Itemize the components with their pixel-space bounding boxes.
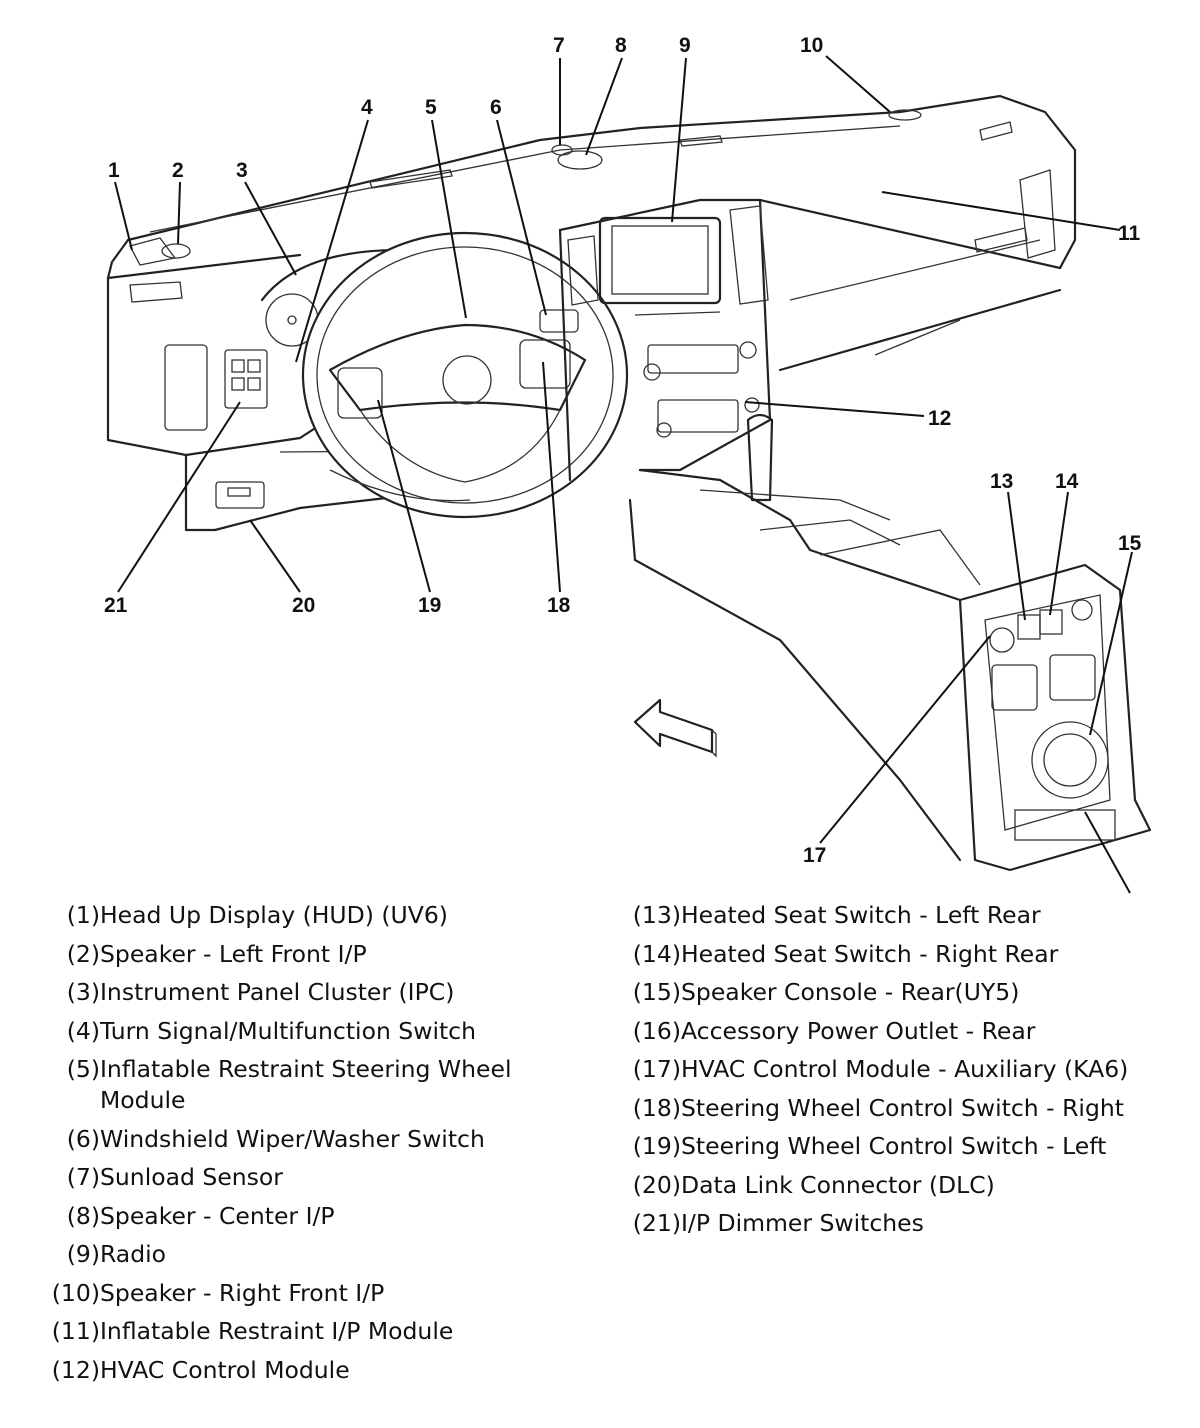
legend-item: (18)Steering Wheel Control Switch - Righ… bbox=[616, 1093, 1136, 1124]
legend-item: (4)Turn Signal/Multifunction Switch bbox=[36, 1016, 596, 1047]
dashboard-drawing bbox=[106, 94, 1152, 872]
legend-label: Speaker - Left Front I/P bbox=[100, 939, 367, 968]
legend-item: (5)Inflatable Restraint Steering Wheel M… bbox=[36, 1054, 596, 1116]
legend-code: (11) bbox=[51, 1317, 100, 1345]
legend-label: Instrument Panel Cluster (IPC) bbox=[100, 978, 455, 1006]
legend-label: Head Up Display (HUD) (UV6) bbox=[100, 901, 448, 929]
legend-item: (6)Windshield Wiper/Washer Switch bbox=[36, 1124, 596, 1155]
legend-item: (16)Accessory Power Outlet - Rear bbox=[616, 1016, 1136, 1047]
callout-13: 13 bbox=[990, 470, 1013, 493]
callout-9: 9 bbox=[679, 34, 691, 57]
legend-item: (2)Speaker - Left Front I/P bbox=[36, 939, 596, 970]
callout-14: 14 bbox=[1055, 470, 1079, 493]
legend-code: (21) bbox=[632, 1209, 681, 1237]
legend-label: HVAC Control Module - Auxiliary (KA6) bbox=[681, 1055, 1129, 1083]
instrument-panel-diagram: 1 2 3 4 5 6 7 8 9 10 11 12 13 14 15 16 1… bbox=[104, 34, 1152, 894]
callout-20: 20 bbox=[292, 594, 315, 617]
legend-item: (11)Inflatable Restraint I/P Module bbox=[36, 1316, 596, 1347]
legend-item: (15)Speaker Console - Rear(UY5) bbox=[616, 977, 1136, 1008]
callout-4: 4 bbox=[361, 96, 373, 119]
callout-2: 2 bbox=[172, 159, 184, 182]
legend-code: (20) bbox=[632, 1170, 681, 1199]
legend-item: (14)Heated Seat Switch - Right Rear bbox=[616, 939, 1136, 970]
legend-label: Heated Seat Switch - Right Rear bbox=[681, 939, 1059, 968]
legend-item: (17)HVAC Control Module - Auxiliary (KA6… bbox=[616, 1054, 1136, 1085]
legend-code: (5) bbox=[66, 1055, 100, 1083]
callout-18: 18 bbox=[547, 594, 571, 617]
legend-code: (9) bbox=[66, 1240, 100, 1268]
legend-item: (1)Head Up Display (HUD) (UV6) bbox=[36, 900, 596, 931]
legend-code: (14) bbox=[632, 939, 681, 968]
callout-11: 11 bbox=[1118, 222, 1141, 245]
legend-code: (15) bbox=[632, 978, 681, 1006]
callout-17: 17 bbox=[803, 844, 826, 867]
legend-code: (2) bbox=[66, 939, 100, 968]
callout-21: 21 bbox=[104, 594, 128, 617]
legend-item: (9)Radio bbox=[36, 1239, 596, 1270]
legend-code: (4) bbox=[66, 1016, 100, 1045]
legend-label: Data Link Connector (DLC) bbox=[681, 1170, 995, 1199]
legend-code: (6) bbox=[66, 1124, 100, 1153]
legend-code: (18) bbox=[632, 1093, 681, 1122]
legend-code: (7) bbox=[66, 1163, 100, 1191]
callout-8: 8 bbox=[615, 34, 627, 57]
legend-item: (13)Heated Seat Switch - Left Rear bbox=[616, 900, 1136, 931]
legend-label: Radio bbox=[100, 1240, 167, 1268]
legend-left-column: (1)Head Up Display (HUD) (UV6) (2)Speake… bbox=[36, 900, 596, 1393]
legend-code: (12) bbox=[51, 1355, 100, 1384]
legend-label: Speaker Console - Rear(UY5) bbox=[681, 978, 1020, 1006]
legend-code: (19) bbox=[632, 1132, 681, 1160]
legend-label: Inflatable Restraint Steering Wheel Modu… bbox=[100, 1055, 512, 1114]
legend-item: (3)Instrument Panel Cluster (IPC) bbox=[36, 977, 596, 1008]
callout-1: 1 bbox=[108, 159, 120, 182]
legend-label: Sunload Sensor bbox=[100, 1163, 283, 1191]
callout-12: 12 bbox=[928, 407, 951, 430]
legend-item: (19)Steering Wheel Control Switch - Left bbox=[616, 1131, 1136, 1162]
legend-label: Windshield Wiper/Washer Switch bbox=[100, 1124, 485, 1153]
leader-lines bbox=[114, 55, 1133, 894]
legend-label: Speaker - Right Front I/P bbox=[100, 1278, 385, 1307]
legend-code: (1) bbox=[66, 901, 100, 929]
legend-code: (10) bbox=[51, 1278, 100, 1307]
callout-7: 7 bbox=[553, 34, 565, 57]
legend-code: (16) bbox=[632, 1016, 681, 1045]
legend-label: Heated Seat Switch - Left Rear bbox=[681, 901, 1041, 929]
callout-numbers: 1 2 3 4 5 6 7 8 9 10 11 12 13 14 15 16 1… bbox=[104, 34, 1142, 867]
legend-label: HVAC Control Module bbox=[100, 1355, 350, 1384]
legend-item: (21)I/P Dimmer Switches bbox=[616, 1208, 1136, 1239]
legend-label: Steering Wheel Control Switch - Left bbox=[681, 1132, 1107, 1160]
legend-label: Inflatable Restraint I/P Module bbox=[100, 1317, 454, 1345]
legend-code: (13) bbox=[632, 901, 681, 929]
legend-item: (8)Speaker - Center I/P bbox=[36, 1201, 596, 1232]
callout-15: 15 bbox=[1118, 532, 1142, 555]
callout-19: 19 bbox=[418, 594, 441, 617]
legend-right-column: (13)Heated Seat Switch - Left Rear (14)H… bbox=[616, 900, 1136, 1247]
legend-code: (3) bbox=[66, 978, 100, 1006]
legend-label: Speaker - Center I/P bbox=[100, 1201, 335, 1230]
callout-6: 6 bbox=[490, 96, 502, 119]
legend-label: Steering Wheel Control Switch - Right bbox=[681, 1093, 1124, 1122]
legend-code: (8) bbox=[66, 1201, 100, 1230]
legend-code: (17) bbox=[632, 1055, 681, 1083]
legend-item: (10)Speaker - Right Front I/P bbox=[36, 1278, 596, 1309]
legend-label: I/P Dimmer Switches bbox=[681, 1209, 924, 1237]
legend-label: Accessory Power Outlet - Rear bbox=[681, 1016, 1036, 1045]
callout-5: 5 bbox=[425, 96, 437, 119]
callout-3: 3 bbox=[236, 159, 248, 182]
callout-10: 10 bbox=[800, 34, 823, 57]
legend-item: (12)HVAC Control Module bbox=[36, 1355, 596, 1386]
legend-item: (20)Data Link Connector (DLC) bbox=[616, 1170, 1136, 1201]
legend-label: Turn Signal/Multifunction Switch bbox=[100, 1016, 476, 1045]
legend-item: (7)Sunload Sensor bbox=[36, 1162, 596, 1193]
